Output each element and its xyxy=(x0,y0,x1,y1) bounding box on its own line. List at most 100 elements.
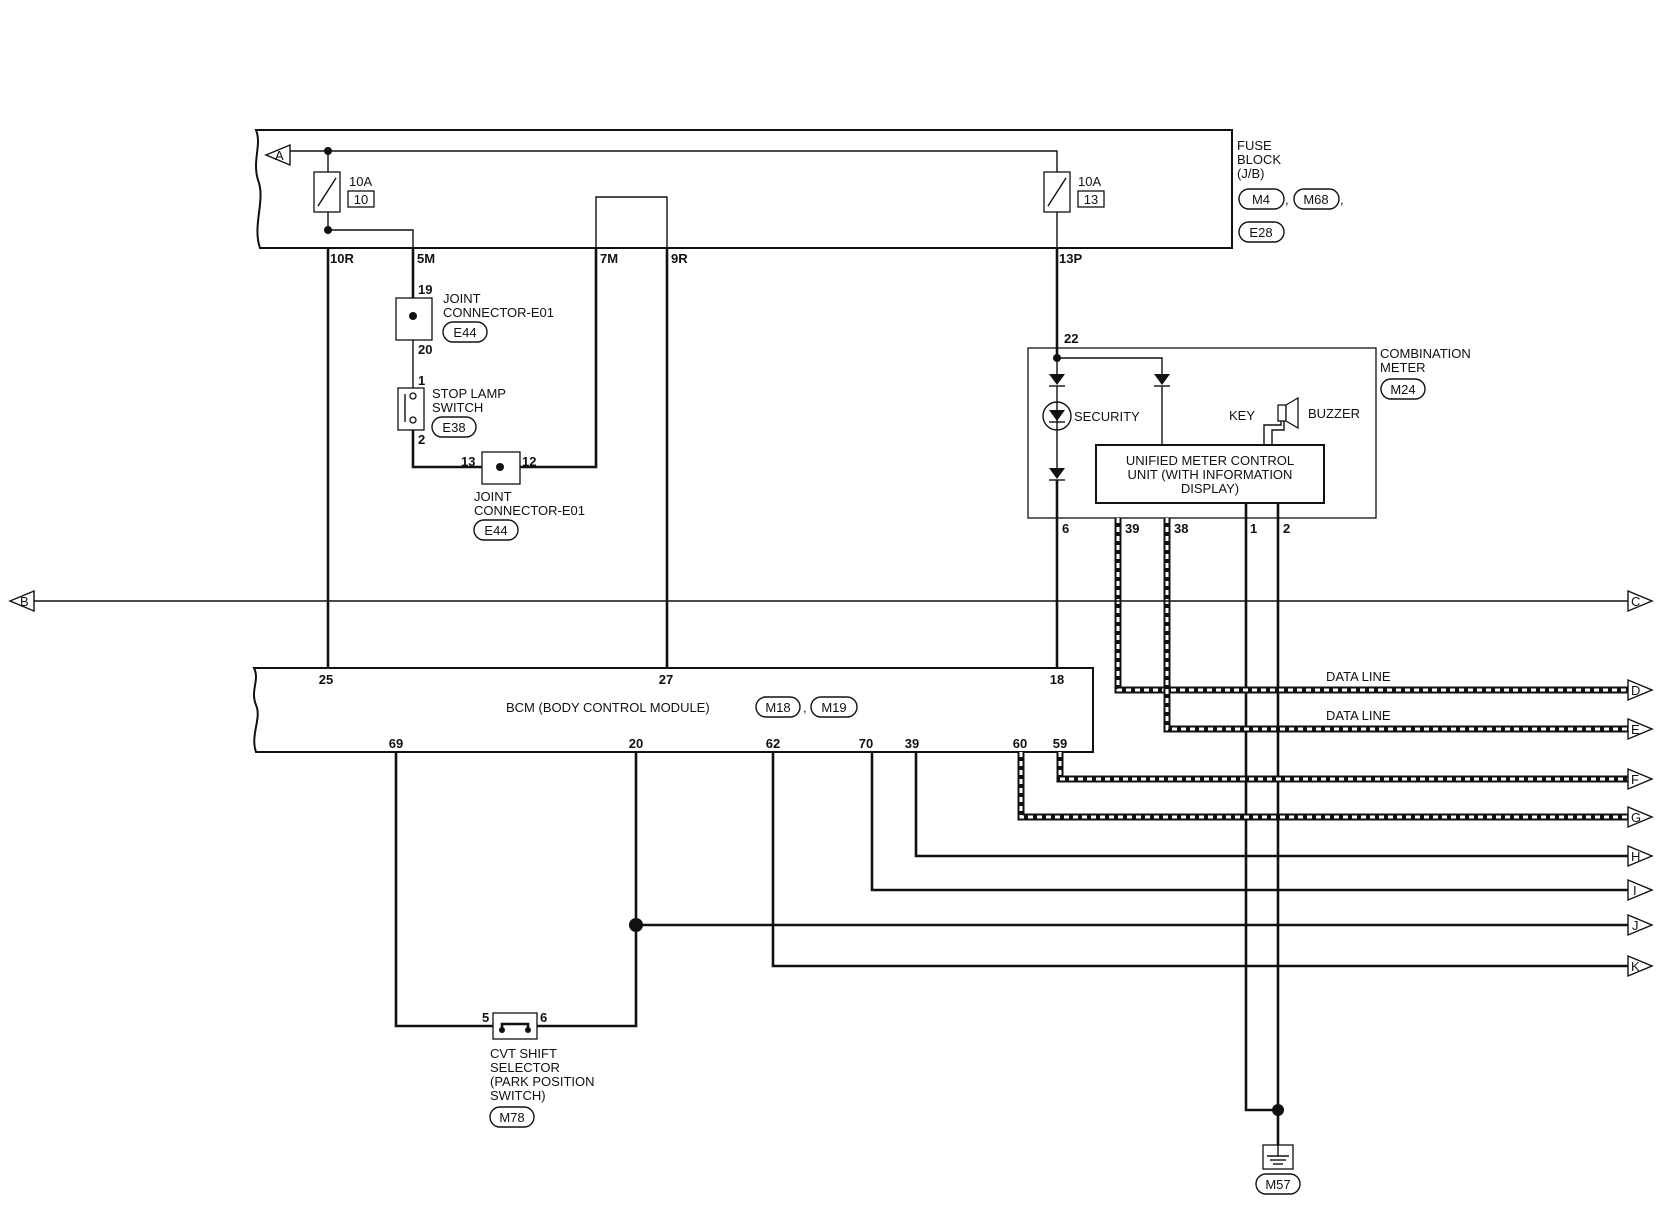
joint-connector-top: 19 20 JOINT CONNECTOR-E01 E44 xyxy=(395,282,554,357)
svg-text:H: H xyxy=(1631,849,1640,864)
svg-text:18: 18 xyxy=(1050,672,1064,687)
data-line-d xyxy=(1114,518,1628,694)
svg-text:M57: M57 xyxy=(1265,1177,1290,1192)
unified-meter-control-unit: UNIFIED METER CONTROL UNIT (WITH INFORMA… xyxy=(1095,444,1325,504)
fuse-block-title-2: BLOCK xyxy=(1237,152,1281,167)
svg-text:59: 59 xyxy=(1053,736,1067,751)
svg-text:UNIT (WITH INFORMATION: UNIT (WITH INFORMATION xyxy=(1128,467,1293,482)
terminal-i: I xyxy=(1627,878,1654,902)
data-line-g xyxy=(1017,752,1628,821)
svg-text:K: K xyxy=(1631,959,1640,974)
diode-security-lower xyxy=(1049,468,1065,479)
svg-text:E38: E38 xyxy=(442,420,465,435)
terminal-f: F xyxy=(1627,767,1654,791)
svg-text:20: 20 xyxy=(629,736,643,751)
svg-text:,: , xyxy=(803,700,807,715)
cvt-connector-m78: M78 xyxy=(489,1106,535,1128)
wire-bcm-62-to-k xyxy=(771,752,1628,968)
svg-text:25: 25 xyxy=(319,672,333,687)
wire-switch-to-joint xyxy=(411,430,482,469)
fuse-block-title-3: (J/B) xyxy=(1237,166,1264,181)
fuse-block-connector-m68: M68 xyxy=(1293,188,1340,210)
terminal-a: A xyxy=(264,143,291,167)
svg-text:2: 2 xyxy=(418,432,425,447)
svg-text:69: 69 xyxy=(389,736,403,751)
svg-text:13: 13 xyxy=(1084,192,1098,207)
fuse-block-title-1: FUSE xyxy=(1237,138,1272,153)
terminal-d: D xyxy=(1627,678,1654,702)
svg-text:2: 2 xyxy=(1283,521,1290,536)
svg-text:M18: M18 xyxy=(765,700,790,715)
svg-text:COMBINATION: COMBINATION xyxy=(1380,346,1471,361)
svg-text:1: 1 xyxy=(1250,521,1257,536)
ground-connector-m57: M57 xyxy=(1255,1173,1301,1195)
svg-text:,: , xyxy=(1285,192,1289,207)
svg-text:10: 10 xyxy=(354,192,368,207)
svg-text:METER: METER xyxy=(1380,360,1426,375)
svg-text:22: 22 xyxy=(1064,331,1078,346)
data-line-d-label: DATA LINE xyxy=(1326,669,1391,684)
terminal-g: G xyxy=(1627,805,1654,829)
svg-text:5: 5 xyxy=(482,1010,489,1025)
terminal-b: B xyxy=(8,589,35,613)
pin-9r: 9R xyxy=(671,251,688,266)
cvt-label-4: SWITCH) xyxy=(490,1088,546,1103)
svg-text:10A: 10A xyxy=(1078,174,1101,189)
svg-text:JOINT: JOINT xyxy=(474,489,512,504)
fuse-bus xyxy=(290,150,1058,172)
data-line-e-label: DATA LINE xyxy=(1326,708,1391,723)
svg-text:27: 27 xyxy=(659,672,673,687)
svg-text:39: 39 xyxy=(905,736,919,751)
svg-text:CONNECTOR-E01: CONNECTOR-E01 xyxy=(443,305,554,320)
buzzer-icon xyxy=(1277,396,1299,430)
svg-text:C: C xyxy=(1631,594,1640,609)
svg-text:E44: E44 xyxy=(453,325,476,340)
terminal-c: C xyxy=(1627,589,1654,613)
security-led-icon xyxy=(1042,401,1072,431)
jumper-7m-9r xyxy=(595,196,668,248)
pin-10r: 10R xyxy=(330,251,354,266)
svg-text:20: 20 xyxy=(418,342,432,357)
svg-text:B: B xyxy=(20,594,29,609)
svg-text:J: J xyxy=(1632,918,1639,933)
svg-text:M68: M68 xyxy=(1303,192,1328,207)
svg-text:39: 39 xyxy=(1125,521,1139,536)
svg-text:JOINT: JOINT xyxy=(443,291,481,306)
svg-text:UNIFIED METER CONTROL: UNIFIED METER CONTROL xyxy=(1126,453,1294,468)
svg-text:E44: E44 xyxy=(484,523,507,538)
combination-meter: COMBINATION METER M24 22 xyxy=(1027,331,1471,519)
svg-text:BCM (BODY CONTROL MODULE): BCM (BODY CONTROL MODULE) xyxy=(506,700,710,715)
svg-text:10A: 10A xyxy=(349,174,372,189)
joint-connector-bottom: 13 12 JOINT CONNECTOR-E01 E44 xyxy=(461,451,585,541)
svg-text:G: G xyxy=(1631,810,1641,825)
svg-text:I: I xyxy=(1633,883,1637,898)
wire-meter-1-to-ground xyxy=(1244,503,1278,1112)
fuse-block-connector-m4: M4 xyxy=(1238,188,1285,210)
svg-text:6: 6 xyxy=(1062,521,1069,536)
wire-bcm-69-to-cvt xyxy=(394,752,493,1028)
svg-text:E28: E28 xyxy=(1249,225,1272,240)
data-line-e xyxy=(1163,518,1628,733)
svg-text:19: 19 xyxy=(418,282,432,297)
security-label: SECURITY xyxy=(1074,409,1140,424)
diode-security-upper xyxy=(1049,374,1065,385)
wire-joint-to-7m xyxy=(520,248,598,469)
fuse-10: 10A 10 xyxy=(313,151,375,230)
cvt-park-position-switch: 5 6 xyxy=(482,1010,547,1040)
ground-junction xyxy=(1272,1104,1284,1116)
terminal-j: J xyxy=(1627,913,1654,937)
svg-text:F: F xyxy=(1631,772,1639,787)
svg-text:12: 12 xyxy=(522,454,536,469)
ground-icon xyxy=(1262,1144,1294,1170)
diode-unit xyxy=(1154,374,1170,385)
svg-text:SWITCH: SWITCH xyxy=(432,400,483,415)
pin-13p: 13P xyxy=(1059,251,1082,266)
svg-text:,: , xyxy=(1340,192,1344,207)
wire-bcm-39-to-h xyxy=(914,752,1628,858)
terminal-e: E xyxy=(1627,717,1654,741)
svg-text:38: 38 xyxy=(1174,521,1188,536)
svg-text:D: D xyxy=(1631,683,1640,698)
svg-text:CONNECTOR-E01: CONNECTOR-E01 xyxy=(474,503,585,518)
svg-text:STOP LAMP: STOP LAMP xyxy=(432,386,506,401)
